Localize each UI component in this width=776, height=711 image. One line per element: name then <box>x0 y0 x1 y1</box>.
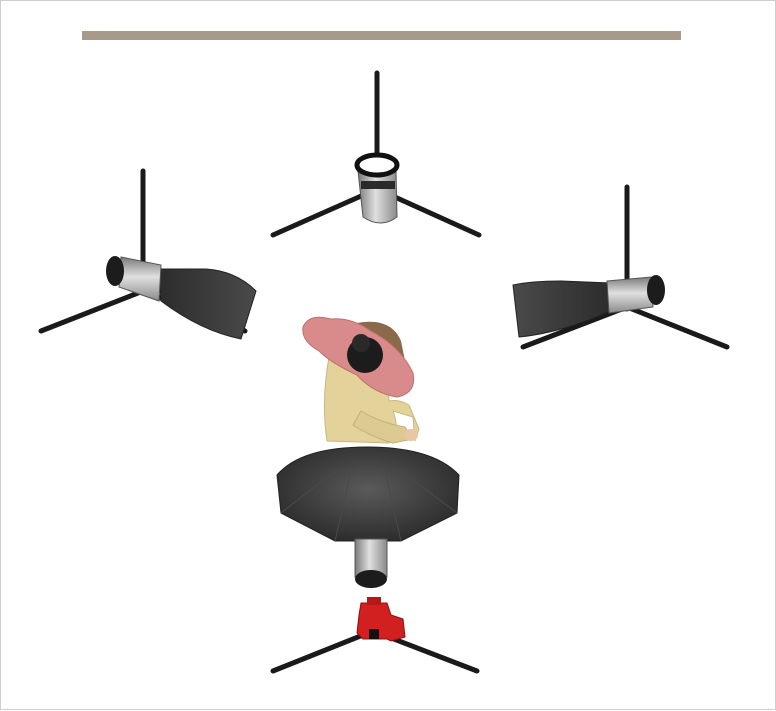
left-light-body <box>119 257 161 301</box>
top-light-reflector-rim <box>357 155 397 175</box>
right-light-cap <box>647 275 665 305</box>
camera-lens-mount <box>367 597 381 605</box>
left-light-cap <box>106 256 124 286</box>
right-light-body <box>607 277 653 313</box>
model-hand <box>404 429 418 441</box>
front-light <box>277 447 459 588</box>
front-light-cap <box>355 570 387 588</box>
camera-body <box>357 603 405 641</box>
left-light-softbox <box>159 269 256 339</box>
left-light <box>41 171 256 339</box>
right-light <box>513 187 727 347</box>
camera-eyepiece <box>369 629 379 639</box>
camera <box>273 597 477 671</box>
top-light-band <box>361 181 395 189</box>
model-hair-bun <box>352 334 370 352</box>
subject-model <box>303 317 419 443</box>
right-light-softbox <box>513 281 611 337</box>
top-light-body <box>358 171 397 223</box>
backdrop <box>82 31 681 40</box>
top-center-light <box>273 73 479 235</box>
